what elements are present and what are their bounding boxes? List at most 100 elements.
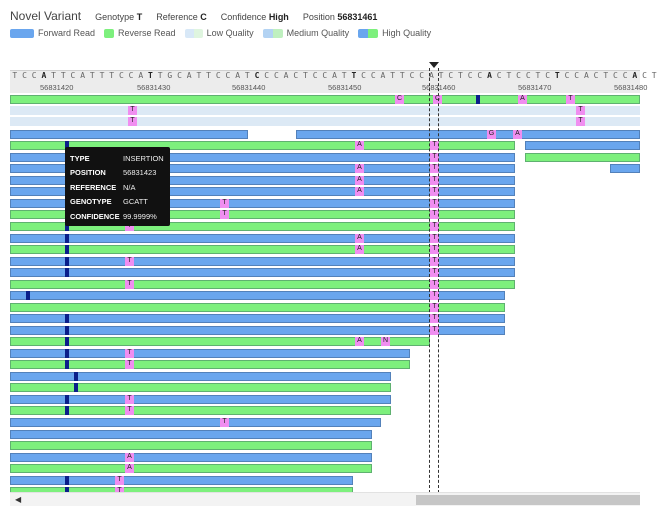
mismatch-base[interactable]: A: [518, 95, 527, 104]
mismatch-base[interactable]: T: [220, 199, 229, 208]
mismatch-base[interactable]: T: [430, 164, 439, 173]
insertion-marker[interactable]: [74, 372, 78, 381]
mismatch-base[interactable]: T: [125, 406, 134, 415]
mismatch-base[interactable]: A: [355, 234, 364, 243]
mismatch-base[interactable]: T: [125, 360, 134, 369]
low-quality-read[interactable]: [10, 117, 640, 126]
reverse-read[interactable]: [10, 280, 515, 289]
insertion-marker[interactable]: [65, 326, 69, 335]
mismatch-base[interactable]: T: [430, 314, 439, 323]
insertion-marker[interactable]: [26, 291, 30, 300]
insertion-marker[interactable]: [65, 314, 69, 323]
reverse-read[interactable]: [10, 383, 391, 392]
mismatch-base[interactable]: T: [576, 117, 585, 126]
mismatch-base[interactable]: A: [355, 337, 364, 346]
mismatch-base[interactable]: T: [430, 326, 439, 335]
forward-read[interactable]: [10, 130, 248, 139]
mismatch-base[interactable]: A: [355, 164, 364, 173]
low-quality-read[interactable]: [10, 106, 640, 115]
reverse-read[interactable]: [10, 141, 515, 150]
mismatch-base[interactable]: A: [355, 176, 364, 185]
insertion-marker[interactable]: [65, 234, 69, 243]
forward-read[interactable]: [10, 453, 372, 462]
reverse-read[interactable]: [10, 245, 515, 254]
mismatch-base[interactable]: T: [430, 245, 439, 254]
insertion-marker[interactable]: [65, 141, 69, 150]
legend-forward-read[interactable]: Forward Read: [10, 28, 95, 38]
mismatch-base[interactable]: N: [381, 337, 390, 346]
mismatch-base[interactable]: T: [128, 117, 137, 126]
reverse-read[interactable]: [10, 441, 372, 450]
mismatch-base[interactable]: T: [430, 234, 439, 243]
mismatch-base[interactable]: T: [220, 210, 229, 219]
reverse-read[interactable]: [10, 222, 515, 231]
scrollbar-thumb[interactable]: [416, 495, 640, 505]
insertion-marker[interactable]: [65, 487, 69, 496]
insertion-marker[interactable]: [65, 395, 69, 404]
forward-read[interactable]: [296, 130, 640, 139]
mismatch-base[interactable]: T: [430, 257, 439, 266]
mismatch-base[interactable]: C: [395, 95, 404, 104]
insertion-marker[interactable]: [65, 257, 69, 266]
insertion-marker[interactable]: [65, 222, 69, 231]
mismatch-base[interactable]: T: [430, 210, 439, 219]
reverse-read[interactable]: [10, 95, 640, 104]
mismatch-base[interactable]: A: [355, 245, 364, 254]
forward-read[interactable]: [10, 349, 410, 358]
scroll-left-arrow-icon[interactable]: ◀: [15, 495, 22, 504]
reverse-read[interactable]: [10, 337, 430, 346]
legend-high-quality[interactable]: High Quality: [358, 28, 431, 38]
mismatch-base[interactable]: T: [430, 291, 439, 300]
mismatch-base[interactable]: T: [125, 257, 134, 266]
forward-read[interactable]: [10, 291, 505, 300]
reverse-read[interactable]: [10, 360, 410, 369]
mismatch-base[interactable]: A: [513, 130, 522, 139]
forward-read[interactable]: [10, 257, 515, 266]
legend-reverse-read[interactable]: Reverse Read: [104, 28, 176, 38]
insertion-marker[interactable]: [65, 476, 69, 485]
mismatch-base[interactable]: T: [220, 418, 229, 427]
forward-read[interactable]: [10, 176, 515, 185]
reverse-read[interactable]: [10, 406, 391, 415]
mismatch-base[interactable]: T: [430, 153, 439, 162]
forward-read[interactable]: [10, 187, 515, 196]
reverse-read[interactable]: [525, 153, 640, 162]
mismatch-base[interactable]: T: [430, 303, 439, 312]
reverse-read[interactable]: [10, 464, 372, 473]
mismatch-base[interactable]: T: [566, 95, 575, 104]
mismatch-base[interactable]: T: [576, 106, 585, 115]
insertion-marker[interactable]: [65, 349, 69, 358]
mismatch-base[interactable]: C: [433, 95, 442, 104]
reverse-read[interactable]: [10, 303, 505, 312]
forward-read[interactable]: [525, 141, 640, 150]
legend-low-quality[interactable]: Low Quality: [184, 28, 254, 38]
mismatch-base[interactable]: T: [430, 222, 439, 231]
insertion-marker[interactable]: [65, 245, 69, 254]
forward-read[interactable]: [10, 164, 515, 173]
insertion-marker[interactable]: [476, 95, 480, 104]
mismatch-base[interactable]: A: [125, 453, 134, 462]
insertion-marker[interactable]: [65, 360, 69, 369]
forward-read[interactable]: [10, 418, 381, 427]
forward-read[interactable]: [10, 430, 372, 439]
forward-read[interactable]: [10, 199, 515, 208]
forward-read[interactable]: [10, 153, 515, 162]
forward-read[interactable]: [10, 476, 353, 485]
insertion-marker[interactable]: [65, 406, 69, 415]
mismatch-base[interactable]: T: [430, 268, 439, 277]
mismatch-base[interactable]: T: [125, 349, 134, 358]
forward-read[interactable]: [10, 314, 505, 323]
horizontal-scrollbar[interactable]: ◀: [10, 492, 640, 506]
forward-read[interactable]: [10, 234, 515, 243]
legend-medium-quality[interactable]: Medium Quality: [262, 28, 349, 38]
insertion-marker[interactable]: [65, 268, 69, 277]
forward-read[interactable]: [610, 164, 640, 173]
forward-read[interactable]: [10, 372, 391, 381]
forward-read[interactable]: [10, 326, 505, 335]
insertion-marker[interactable]: [74, 383, 78, 392]
forward-read[interactable]: [10, 395, 391, 404]
mismatch-base[interactable]: T: [430, 199, 439, 208]
mismatch-base[interactable]: T: [125, 395, 134, 404]
insertion-marker[interactable]: [65, 337, 69, 346]
mismatch-base[interactable]: T: [430, 176, 439, 185]
